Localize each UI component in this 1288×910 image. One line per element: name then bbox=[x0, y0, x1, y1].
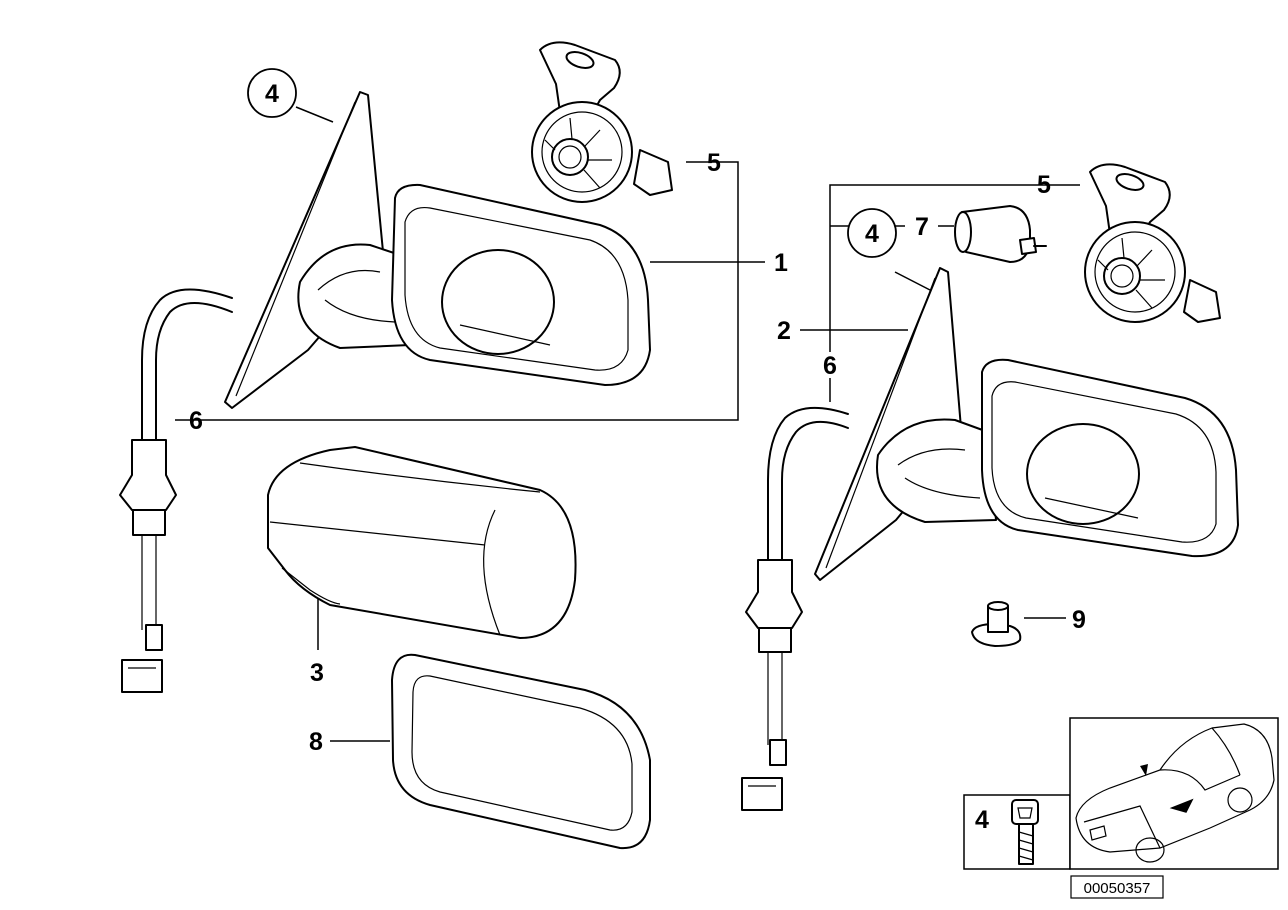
inset-screw-box: 4 bbox=[963, 794, 1071, 870]
right-mirror-assembly[interactable] bbox=[814, 267, 1239, 581]
callout-9[interactable]: 9 bbox=[1072, 606, 1086, 634]
left-mirror-motor[interactable] bbox=[531, 41, 673, 203]
callout-5-left[interactable]: 5 bbox=[707, 149, 721, 177]
callout-8[interactable]: 8 bbox=[309, 728, 323, 756]
callout-2[interactable]: 2 bbox=[777, 317, 791, 345]
callout-4-left[interactable]: 4 bbox=[247, 68, 297, 118]
callout-7[interactable]: 7 bbox=[915, 213, 929, 241]
diagram-code: 00050357 bbox=[1084, 880, 1151, 897]
left-cable-plug-icon bbox=[121, 659, 163, 693]
right-mirror-cable bbox=[741, 406, 849, 811]
leader-lines bbox=[175, 106, 1080, 742]
mirror-glass[interactable] bbox=[391, 653, 651, 850]
callout-5-right[interactable]: 5 bbox=[1037, 171, 1051, 199]
callout-6-right[interactable]: 6 bbox=[823, 352, 837, 380]
callout-4-inset[interactable]: 4 bbox=[975, 806, 989, 834]
right-mirror-glass-plate bbox=[814, 267, 963, 581]
callout-3[interactable]: 3 bbox=[310, 659, 324, 687]
mirror-cover[interactable] bbox=[267, 446, 577, 639]
right-mirror-motor[interactable] bbox=[1084, 163, 1221, 323]
callout-1[interactable]: 1 bbox=[774, 249, 788, 277]
left-mirror-cable bbox=[119, 288, 233, 693]
screw-icon[interactable] bbox=[1011, 799, 1039, 865]
grommet[interactable] bbox=[971, 601, 1022, 647]
car-icon bbox=[1075, 723, 1275, 863]
callout-4-right[interactable]: 4 bbox=[847, 208, 897, 258]
left-mirror-glass-plate bbox=[224, 91, 385, 409]
diagram-code-box: 00050357 bbox=[1070, 875, 1164, 899]
callout-4-left-text: 4 bbox=[265, 80, 279, 108]
callout-6-left[interactable]: 6 bbox=[189, 407, 203, 435]
inset-car-box bbox=[1069, 717, 1279, 870]
small-motor[interactable] bbox=[954, 205, 1047, 263]
callout-4-right-text: 4 bbox=[865, 220, 879, 248]
left-mirror-assembly[interactable] bbox=[224, 91, 651, 409]
right-cable-plug-icon bbox=[741, 777, 783, 811]
